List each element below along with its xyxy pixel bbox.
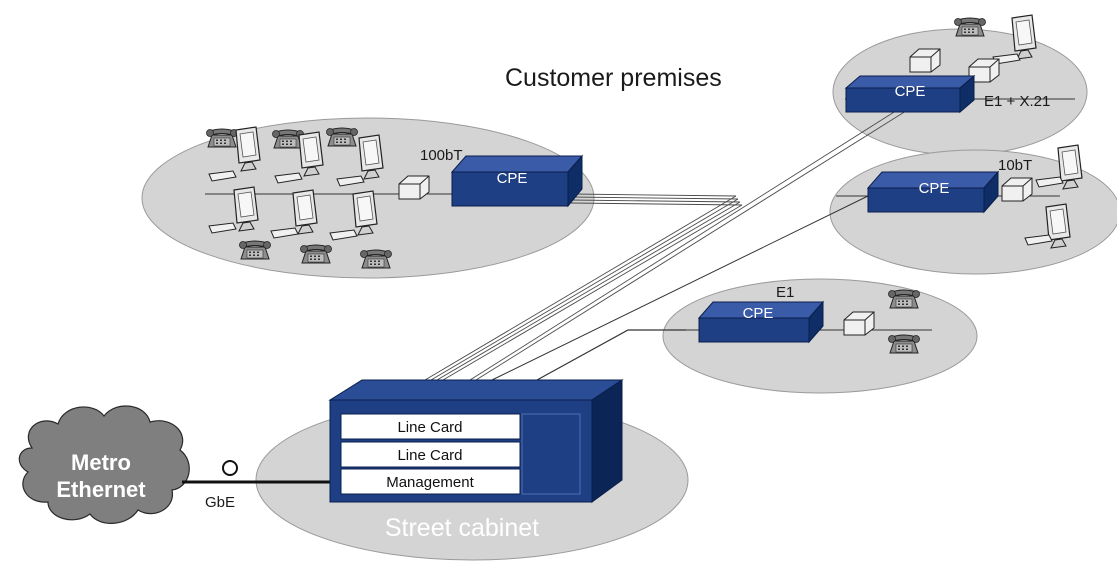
- link-label-10bt: 10bT: [998, 157, 1032, 174]
- telephone-icon: [888, 289, 920, 309]
- terminal-adapter-icon: [843, 311, 875, 336]
- gbe-label: GbE: [205, 494, 235, 511]
- telephone-icon: [300, 244, 332, 264]
- cpe-label: CPE: [497, 170, 528, 187]
- cabinet-card-management: [340, 468, 521, 495]
- link-label-e1-x21: E1 + X.21: [984, 93, 1050, 110]
- cpe-label: CPE: [895, 83, 926, 100]
- telephone-icon: [888, 334, 920, 354]
- cpe-device-middle-site: CPE: [697, 300, 825, 344]
- cabinet-card-line-card-1: [340, 413, 521, 440]
- cpe-label: CPE: [919, 180, 950, 197]
- terminal-adapter-icon: [909, 48, 941, 73]
- metro-ethernet-cloud: Metro Ethernet: [18, 405, 190, 524]
- cabinet-card-label: Line Card: [397, 447, 462, 464]
- cpe-device-right-site: CPE: [866, 170, 1000, 214]
- cpe-device-top-right-site: CPE: [844, 74, 976, 114]
- terminal-adapter-icon: [398, 175, 430, 200]
- terminal-adapter-icon: [1001, 177, 1033, 202]
- telephone-icon: [360, 249, 392, 269]
- cabinet-card-label: Line Card: [397, 419, 462, 436]
- customer-premises-title: Customer premises: [505, 64, 722, 92]
- telephone-icon: [206, 128, 238, 148]
- street-cabinet-label: Street cabinet: [385, 514, 539, 542]
- cabinet-card-line-card-2: [340, 441, 521, 468]
- cabinet-card-label: Management: [386, 474, 474, 491]
- telephone-icon: [239, 240, 271, 260]
- cabinet-to-large-site-links: [424, 193, 743, 381]
- cabinet-to-right-site-link: [491, 195, 869, 381]
- telephone-icon: [954, 17, 986, 37]
- telephone-icon: [326, 127, 358, 147]
- cpe-device-large-site: CPE: [450, 154, 584, 208]
- cabinet-to-middle-site-link: [536, 329, 686, 381]
- metro-ethernet-label-line1: Metro: [71, 450, 131, 475]
- link-label-100bt: 100bT: [420, 147, 463, 164]
- cabinet-to-top-right-site-links: [469, 101, 915, 381]
- cpe-label: CPE: [743, 305, 774, 322]
- metro-ethernet-label-line2: Ethernet: [56, 477, 146, 502]
- street-cabinet: Line Card Line Card Management: [328, 379, 624, 503]
- gbe-port-marker: [222, 460, 238, 476]
- link-label-e1: E1: [776, 284, 794, 301]
